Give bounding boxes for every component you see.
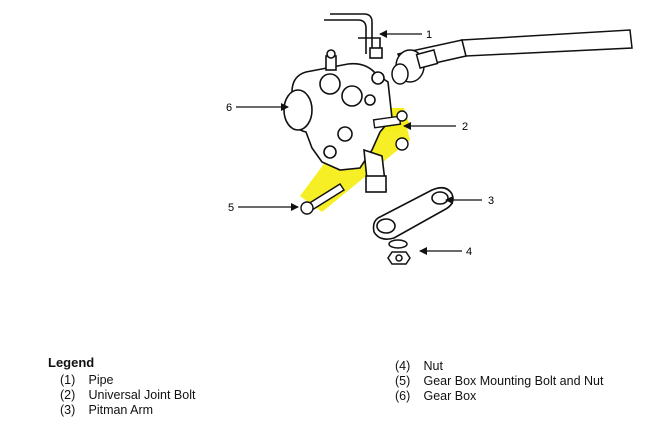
- legend-item-label: Pitman Arm: [88, 403, 154, 417]
- legend-item-number: (2): [60, 388, 76, 402]
- legend-item: (5) Gear Box Mounting Bolt and Nut: [395, 374, 603, 389]
- legend-item: (2) Universal Joint Bolt: [60, 388, 195, 403]
- legend-item: (3) Pitman Arm: [60, 403, 195, 418]
- legend-item-label: Pipe: [88, 373, 114, 387]
- legend-item-number: (5): [395, 374, 411, 388]
- callout-3: 3: [488, 195, 494, 207]
- leader-lines: [236, 30, 482, 255]
- legend-item: (4) Nut: [395, 359, 603, 374]
- legend-item-label: Gear Box Mounting Bolt and Nut: [423, 374, 604, 388]
- legend-item: (1) Pipe: [60, 373, 195, 388]
- pitman-arm: [372, 186, 454, 240]
- callout-6: 6: [226, 102, 232, 114]
- legend-item-label: Universal Joint Bolt: [88, 388, 196, 402]
- callout-5: 5: [228, 202, 234, 214]
- universal-joint-shaft: [391, 29, 633, 85]
- callout-2: 2: [462, 121, 468, 133]
- legend-column-right: (4) Nut (5) Gear Box Mounting Bolt and N…: [395, 359, 603, 404]
- legend-item-label: Nut: [423, 359, 443, 373]
- legend-item-number: (6): [395, 389, 411, 403]
- pipe: [324, 13, 383, 59]
- legend-item-number: (1): [60, 373, 76, 387]
- nut: [387, 239, 411, 265]
- callout-1: 1: [426, 29, 432, 41]
- gear-box: [283, 49, 393, 193]
- legend-title: Legend: [48, 355, 95, 370]
- legend-column-left: (1) Pipe (2) Universal Joint Bolt (3) Pi…: [60, 373, 195, 418]
- callout-4: 4: [466, 246, 472, 258]
- legend-item-number: (4): [395, 359, 411, 373]
- mounting-bolt: [300, 183, 345, 215]
- legend-item-number: (3): [60, 403, 76, 417]
- legend-item: (6) Gear Box: [395, 389, 603, 404]
- universal-joint-bolt: [372, 110, 409, 151]
- legend-item-label: Gear Box: [423, 389, 477, 403]
